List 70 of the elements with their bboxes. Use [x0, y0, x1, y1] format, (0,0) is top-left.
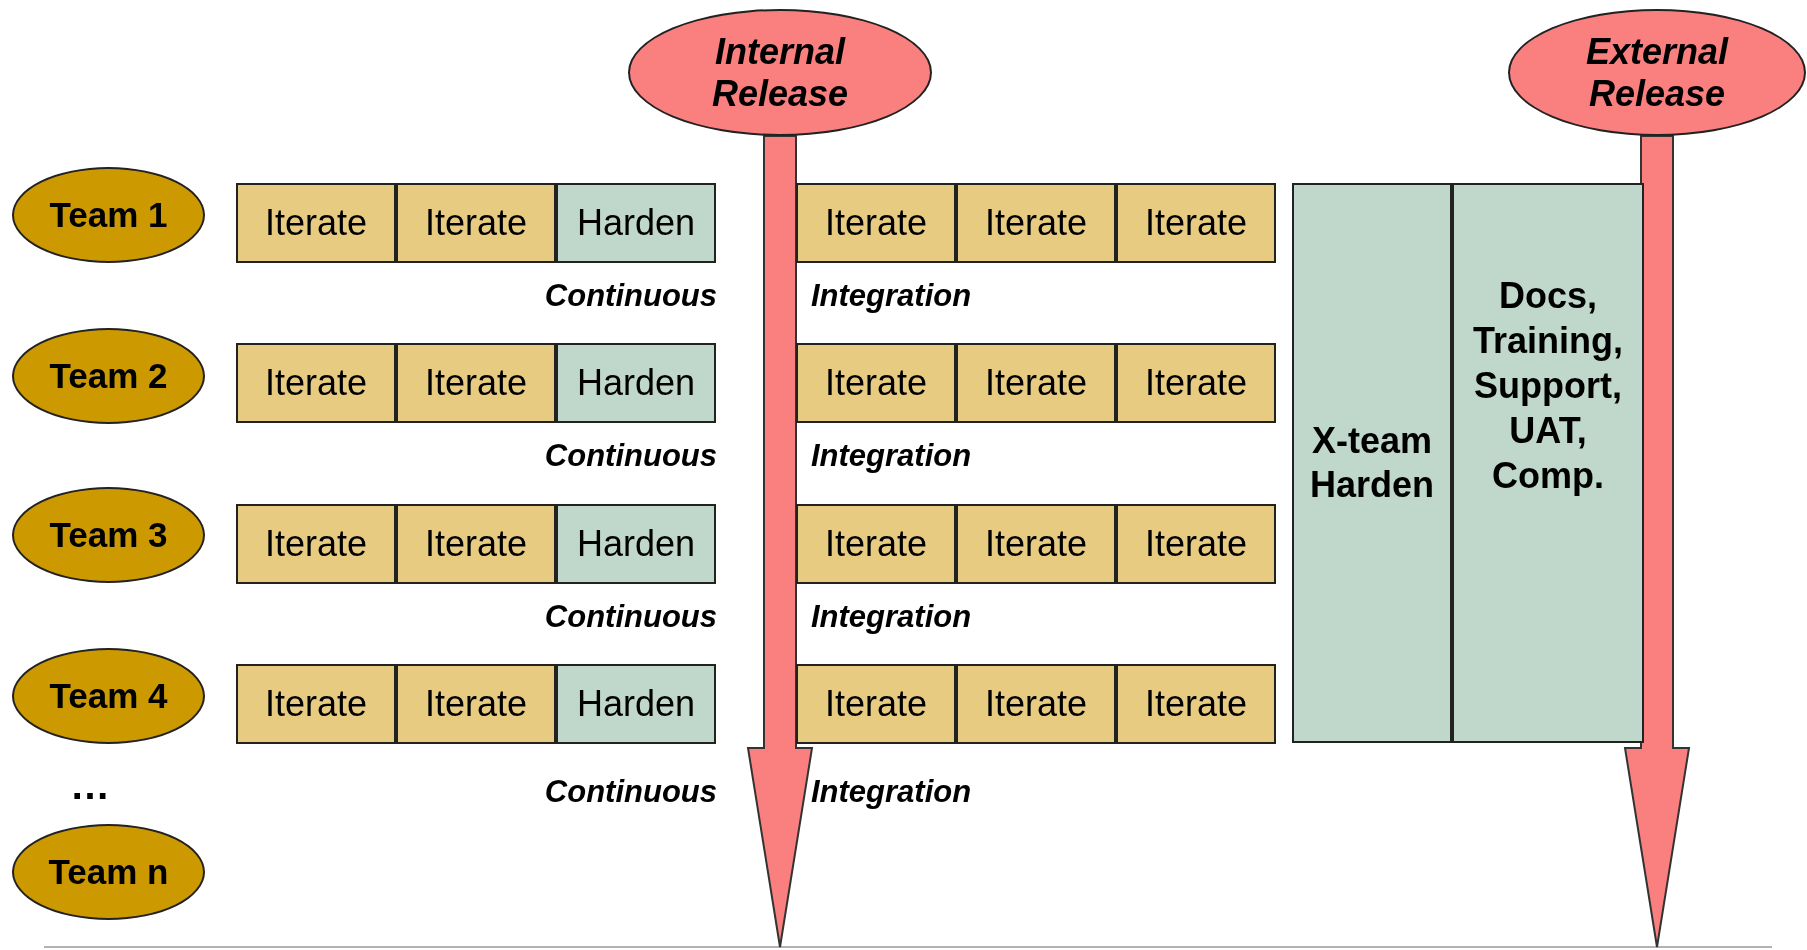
iteration-box: [236, 183, 396, 263]
harden-box: [556, 664, 716, 744]
harden-box: [556, 343, 716, 423]
iteration-box: [796, 504, 956, 584]
harden-phase-label: X-team Harden: [1309, 419, 1435, 507]
release-label: External Release: [1584, 30, 1730, 115]
iteration-box: [236, 504, 396, 584]
phase-label: Integration: [811, 773, 973, 811]
iteration-label: Iterate: [264, 522, 368, 566]
iteration-label: Iterate: [424, 682, 528, 726]
release-tasks-box: [1452, 183, 1644, 743]
iteration-label: Iterate: [424, 361, 528, 405]
ellipsis-mark: …: [70, 765, 111, 805]
harden-label: Harden: [576, 522, 696, 566]
phase-label: Continuous: [543, 773, 717, 811]
phase-label: Integration: [811, 437, 973, 475]
iteration-label: Iterate: [984, 361, 1088, 405]
iteration-label: Iterate: [264, 201, 368, 245]
iteration-box: [796, 664, 956, 744]
iteration-label: Iterate: [824, 201, 928, 245]
phase-label: Continuous: [543, 437, 717, 475]
iteration-box: [956, 343, 1116, 423]
release-tasks-label: Docs, Training, Support, UAT, Comp.: [1472, 274, 1624, 498]
iteration-label: Iterate: [1144, 522, 1248, 566]
harden-box: [556, 504, 716, 584]
iteration-label: Iterate: [1144, 201, 1248, 245]
iteration-box: [1116, 343, 1276, 423]
phase-label: Integration: [811, 277, 973, 315]
iteration-box: [396, 504, 556, 584]
team-label: Team 4: [49, 674, 168, 717]
harden-label: Harden: [576, 201, 696, 245]
iteration-label: Iterate: [984, 682, 1088, 726]
iteration-box: [236, 664, 396, 744]
iteration-label: Iterate: [424, 201, 528, 245]
harden-label: Harden: [576, 682, 696, 726]
release-arrow: [746, 135, 814, 948]
iteration-box: [956, 183, 1116, 263]
team-label: Team 1: [49, 193, 168, 236]
release-label: Internal Release: [710, 30, 850, 115]
iteration-box: [236, 343, 396, 423]
iteration-label: Iterate: [1144, 682, 1248, 726]
iteration-box: [796, 183, 956, 263]
iteration-box: [956, 504, 1116, 584]
iteration-label: Iterate: [264, 682, 368, 726]
iteration-box: [396, 343, 556, 423]
iteration-box: [396, 183, 556, 263]
iteration-label: Iterate: [984, 201, 1088, 245]
harden-label: Harden: [576, 361, 696, 405]
phase-label: Continuous: [543, 598, 717, 636]
phase-label: Continuous: [543, 277, 717, 315]
harden-box: [556, 183, 716, 263]
iteration-box: [796, 343, 956, 423]
iteration-box: [956, 664, 1116, 744]
team-label: Team 2: [49, 354, 168, 397]
iteration-box: [1116, 183, 1276, 263]
iteration-label: Iterate: [1144, 361, 1248, 405]
iteration-box: [396, 664, 556, 744]
release-arrow: [1623, 135, 1691, 948]
iteration-box: [1116, 664, 1276, 744]
iteration-label: Iterate: [424, 522, 528, 566]
iteration-label: Iterate: [984, 522, 1088, 566]
phase-label: Integration: [811, 598, 973, 636]
harden-phase-box: [1292, 183, 1452, 743]
iteration-box: [1116, 504, 1276, 584]
iteration-label: Iterate: [824, 522, 928, 566]
iteration-label: Iterate: [264, 361, 368, 405]
iteration-label: Iterate: [824, 682, 928, 726]
iteration-label: Iterate: [824, 361, 928, 405]
team-label: Team 3: [49, 513, 168, 556]
team-label: Team n: [48, 850, 169, 893]
